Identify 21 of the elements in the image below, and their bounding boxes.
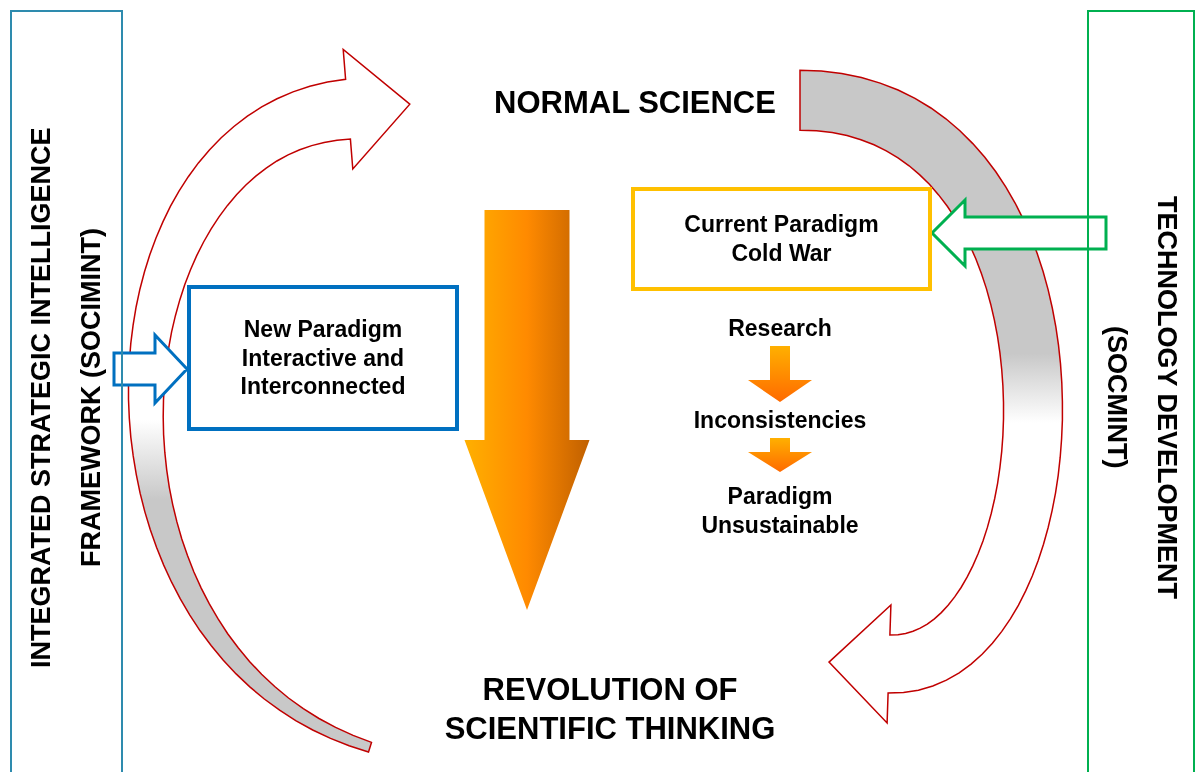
band-label: TECHNOLOGY DEVELOPMENT (SOCMINT) — [1101, 194, 1183, 601]
step-label: Paradigm Unsustainable — [700, 482, 860, 540]
block-arrow — [464, 210, 590, 610]
paradigm-box — [631, 187, 932, 291]
side-band — [1087, 10, 1195, 772]
box-text: Cold War — [731, 239, 832, 268]
box-text: Interactive and Interconnected — [239, 343, 407, 402]
step-label: Research — [728, 313, 832, 343]
stage-label: NORMAL SCIENCE — [494, 83, 776, 122]
paradigm-box — [187, 285, 459, 431]
side-band — [10, 10, 123, 772]
box-text: Current Paradigm — [684, 210, 879, 239]
stage-label: REVOLUTION OF SCIENTIFIC THINKING — [443, 671, 777, 748]
box-text: New Paradigm — [243, 314, 403, 344]
hollow-arrow — [929, 196, 1108, 270]
step-label: Inconsistencies — [693, 405, 867, 435]
block-arrow — [748, 438, 812, 472]
curved-arrow — [799, 69, 1064, 725]
block-arrow — [748, 346, 812, 402]
hollow-arrow — [112, 331, 190, 407]
band-label: INTEGRATED STRATEGIC INTELLIGENCE FRAMEWORK (SOCIMINT) — [24, 126, 107, 670]
